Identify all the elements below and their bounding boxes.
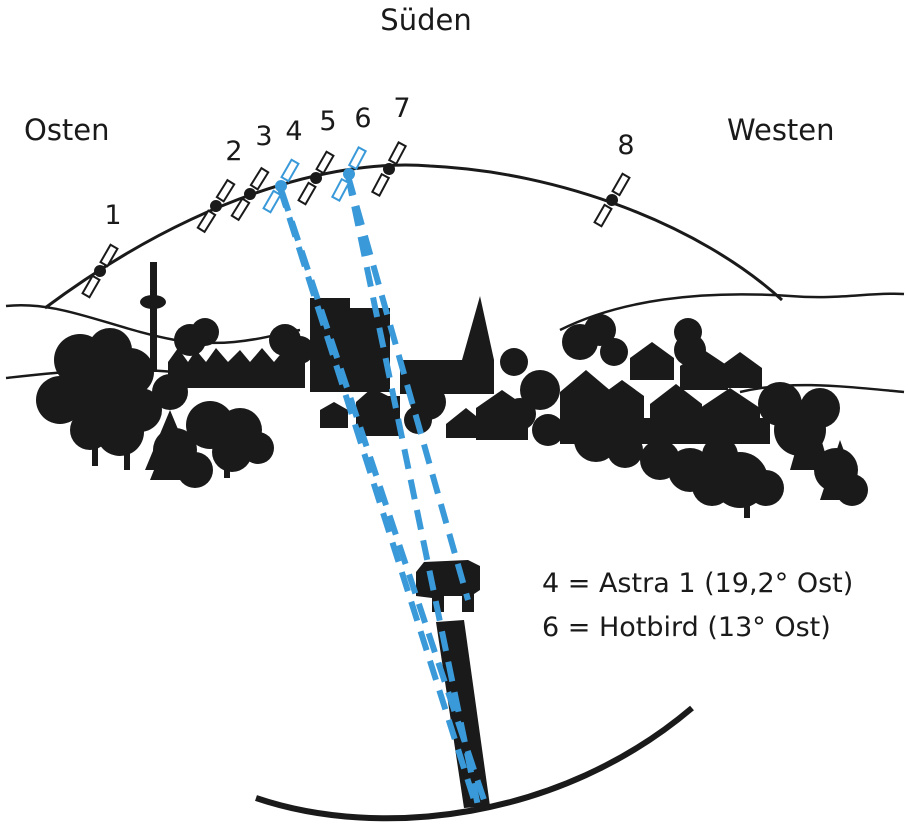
direction-west-label: Westen (727, 113, 835, 147)
satellite-body (210, 200, 222, 212)
satellite-body (244, 188, 256, 200)
satellite-label-6: 6 (354, 103, 371, 134)
satellite-panel (370, 172, 391, 197)
satellite-6 (330, 146, 368, 202)
satellite-7 (370, 141, 408, 197)
satellite-label-1: 1 (104, 200, 121, 231)
signal-beams (277, 175, 489, 807)
orbit-arc (44, 163, 784, 310)
hill-line-lower-right (739, 383, 905, 394)
satellite-2 (196, 178, 236, 234)
satellite-panel (196, 209, 217, 234)
satellite-label-7: 7 (393, 93, 410, 124)
satellite-8 (593, 172, 631, 228)
satellite-panel (81, 274, 101, 299)
satellite-body (310, 172, 322, 184)
satellite-body (383, 163, 395, 175)
beam-6-right (345, 175, 481, 807)
satellite-panel (230, 197, 251, 222)
satellite-panel (215, 178, 236, 203)
beam-6-left (345, 175, 471, 601)
satellite-panel (347, 146, 368, 171)
trees (36, 314, 868, 518)
satellite-panel (593, 203, 613, 228)
ground-arc (255, 705, 694, 822)
satellite-label-8: 8 (617, 130, 634, 161)
satellite-body (343, 168, 355, 180)
satellite-label-5: 5 (319, 106, 336, 137)
satellite-label-4: 4 (285, 116, 302, 147)
satellite-body (94, 265, 106, 277)
satellite-body (275, 180, 287, 192)
legend-line-hotbird: 6 = Hotbird (13° Ost) (542, 612, 831, 643)
direction-east-label: Osten (24, 113, 110, 147)
satellite-panel (330, 177, 351, 202)
satellite-1 (81, 243, 119, 299)
satellite-panel (249, 166, 270, 191)
satellite-panel (297, 181, 317, 206)
satellite-panel (387, 141, 408, 166)
satellite-3 (230, 166, 270, 222)
beam-4-right (279, 191, 489, 807)
satellite-label-2: 2 (225, 136, 242, 167)
satellite-panel (315, 150, 335, 175)
satellite-body (606, 194, 618, 206)
satellite-5 (297, 150, 335, 206)
satellite-label-3: 3 (255, 121, 272, 152)
satellite-panel (99, 243, 119, 268)
satellite-panel (262, 189, 282, 214)
legend-line-astra: 4 = Astra 1 (19,2° Ost) (542, 568, 853, 599)
hill-line-right (559, 292, 905, 332)
satellite-panel (611, 172, 631, 197)
satellite-dish (416, 560, 490, 808)
satellite-panel (280, 158, 300, 183)
direction-south-label: Süden (380, 3, 471, 37)
satellite-4 (262, 158, 300, 214)
